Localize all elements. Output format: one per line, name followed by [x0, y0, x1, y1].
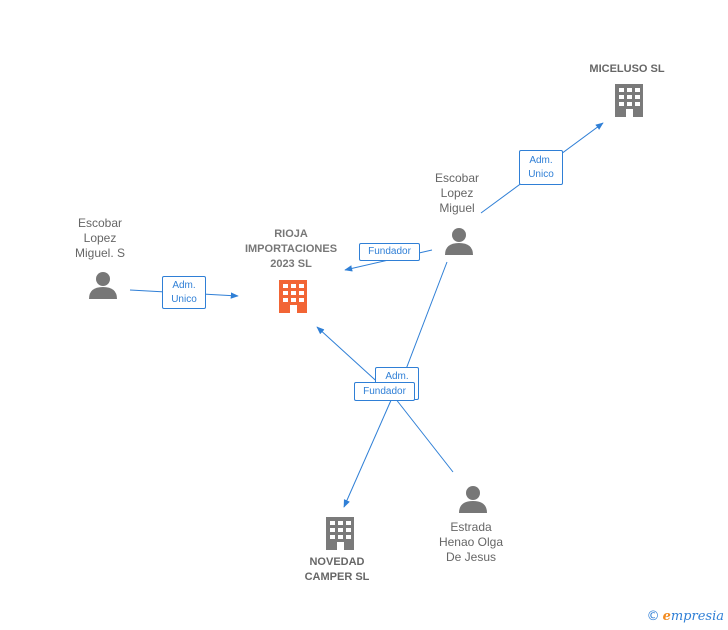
person-name-line: Miguel. S [74, 246, 126, 260]
person-name-line: Lopez [440, 186, 474, 200]
edge-label-line: Fundador [363, 386, 406, 397]
edge-label-fundador[interactable]: Fundador [359, 243, 420, 261]
person-name-line: De Jesus [445, 550, 497, 564]
building-icon [326, 517, 354, 550]
person-name-line: Estrada [450, 520, 492, 534]
edge-hub-to-novedad [343, 397, 393, 508]
edge-label-line: Fundador [368, 246, 411, 257]
building-icon-main [279, 280, 307, 313]
edge-label-line: Adm. [529, 155, 553, 166]
company-name-line: NOVEDAD [309, 556, 365, 568]
person-name-line: Escobar [77, 216, 123, 230]
person-name-line: Miguel [439, 201, 475, 215]
company-label-miceluso[interactable]: MICELUSO SL [567, 62, 687, 77]
edge-label-line: Adm. [172, 280, 196, 291]
person-icon [89, 272, 117, 299]
brand-initial: e [662, 609, 671, 624]
edge-label-fundador[interactable]: Fundador [354, 382, 415, 401]
company-name-line: CAMPER SL [304, 571, 370, 583]
edge-label-line: Unico [171, 294, 197, 305]
empresia-logo[interactable]: ©empresia [647, 609, 724, 624]
person-label-escobar-m[interactable]: Escobar Lopez Miguel [412, 171, 502, 216]
company-label-rioja[interactable]: RIOJA IMPORTACIONES 2023 SL [226, 227, 356, 272]
copyright-icon: © [646, 609, 660, 624]
edge-estrada-to-hub [394, 397, 454, 473]
edge-label-line: Unico [528, 169, 554, 180]
person-label-escobar-s[interactable]: Escobar Lopez Miguel. S [55, 216, 145, 261]
company-name-line: IMPORTACIONES [244, 243, 338, 255]
brand-name: mpresia [670, 609, 724, 624]
edge-label-adm-unico[interactable]: Adm. Unico [519, 150, 563, 185]
person-name-line: Escobar [434, 171, 480, 185]
building-icon [615, 84, 643, 117]
person-label-estrada[interactable]: Estrada Henao Olga De Jesus [421, 520, 521, 565]
edge-label-line: Adm. [385, 371, 409, 382]
person-icon [445, 228, 473, 255]
company-name-line: 2023 SL [270, 258, 312, 270]
person-name-line: Henao Olga [438, 535, 504, 549]
company-label-novedad[interactable]: NOVEDAD CAMPER SL [287, 555, 387, 585]
person-name-line: Lopez [83, 231, 117, 245]
person-icon [459, 486, 487, 513]
edge-label-adm-unico[interactable]: Adm. Unico [162, 276, 206, 309]
company-name-line: MICELUSO SL [589, 63, 665, 75]
company-name-line: RIOJA [274, 228, 308, 240]
